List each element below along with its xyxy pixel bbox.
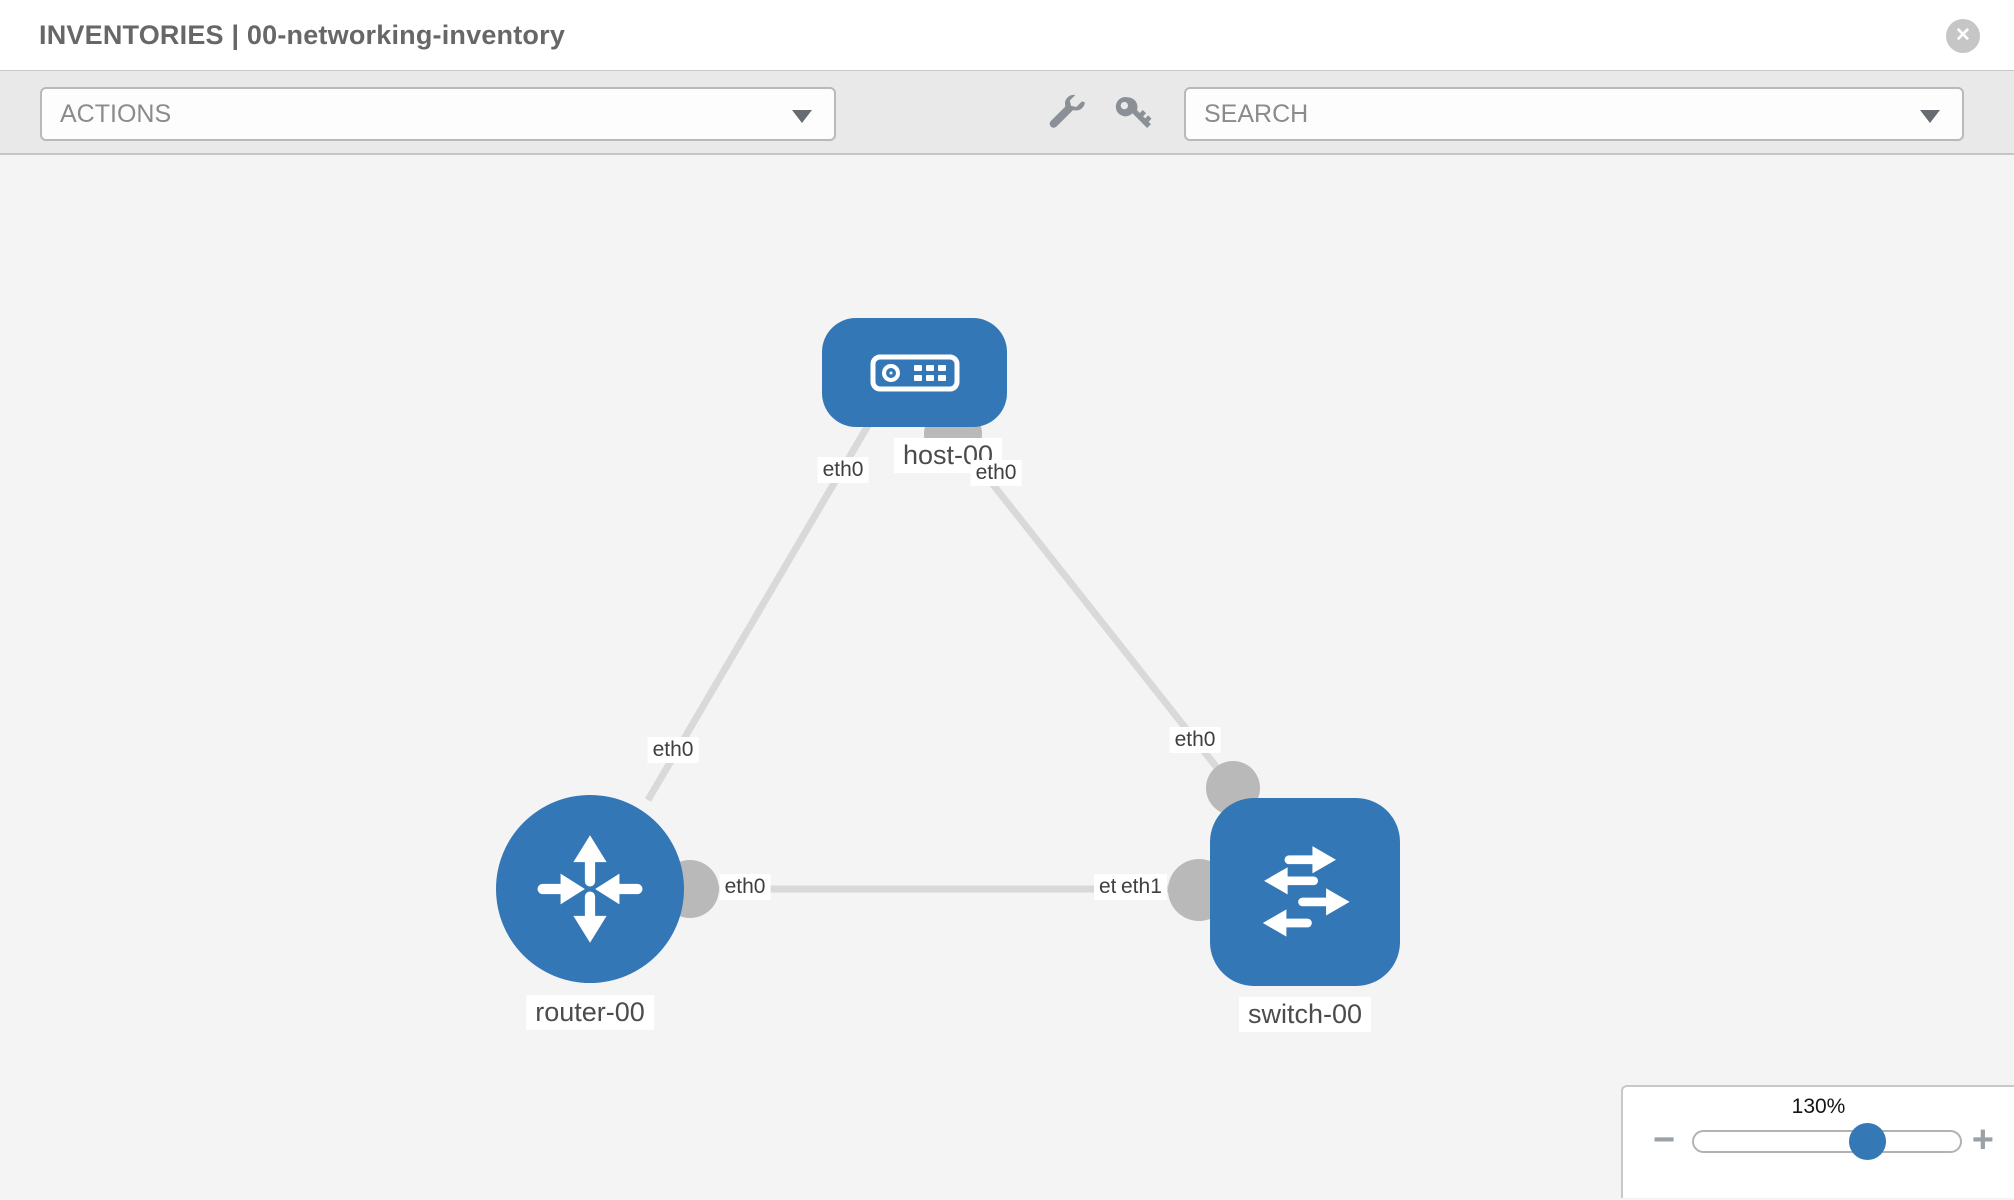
zoom-in-button[interactable]: + [1971,1119,1994,1161]
node-label-switch: switch-00 [1238,997,1372,1032]
switch-icon [1262,846,1350,937]
search-dropdown-label: SEARCH [1204,99,1309,128]
actions-dropdown[interactable]: ACTIONS [40,87,836,141]
close-icon[interactable]: ✕ [1946,19,1980,53]
actions-dropdown-label: ACTIONS [60,99,172,128]
zoom-out-button[interactable]: − [1653,1119,1676,1161]
node-label-router: router-00 [526,995,654,1030]
wrench-icon[interactable] [1046,93,1088,135]
page-title: INVENTORIES | 00-networking-inventory [39,20,566,50]
zoom-level-value: 130% [1791,1095,1846,1118]
node-host-00[interactable] [822,318,1007,427]
search-dropdown[interactable]: SEARCH [1184,87,1964,141]
key-icon[interactable] [1113,93,1155,135]
host-icon [870,354,959,391]
iface-label-router-eth0-top: eth0 [647,737,699,763]
zoom-slider-thumb[interactable] [1849,1123,1886,1160]
topology-canvas[interactable]: host-00 router-00 switch-00 eth0 eth0 et… [0,155,2014,1198]
node-switch-00[interactable] [1210,798,1400,986]
topology-links-layer [644,405,1260,921]
iface-label-mid-eth0: eth0 [719,874,771,900]
chevron-down-icon [792,110,812,123]
header: INVENTORIES | 00-networking-inventory ✕ [0,0,2014,71]
router-icon [537,835,643,943]
chevron-down-icon [1920,110,1940,123]
zoom-slider[interactable] [1692,1123,1962,1160]
node-router-00[interactable] [496,795,684,983]
iface-label-host-eth0-left: eth0 [817,457,869,483]
iface-label-host-eth0-right: eth0 [970,460,1022,486]
toolbar: ACTIONS SEARCH [0,71,2014,155]
zoom-panel: 130% − + [1621,1085,2014,1198]
iface-label-switch-eth0-top: eth0 [1169,727,1221,753]
iface-label-mid-eth1-over: eth1 [1116,874,1167,900]
